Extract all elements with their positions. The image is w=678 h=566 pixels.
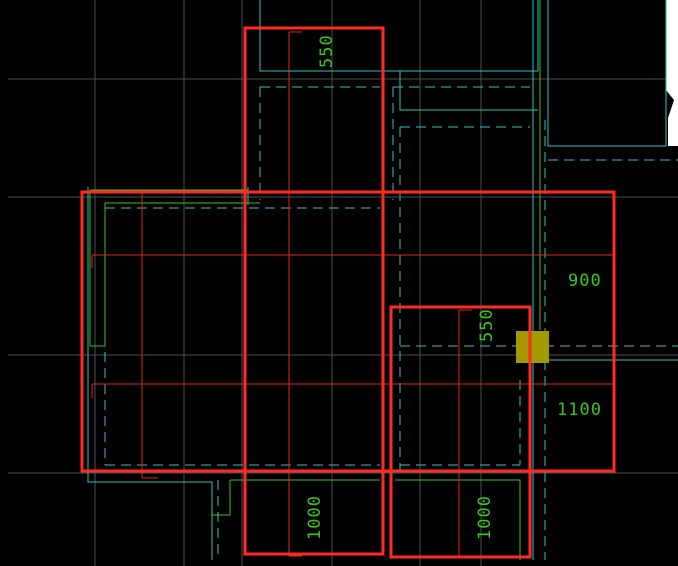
dim-label-550-top: 550 — [317, 34, 337, 68]
highlight-boxes — [80, 26, 616, 559]
red-structural-lines — [91, 31, 616, 557]
cyan-solid-outlines — [87, 0, 678, 560]
selection-marker[interactable] — [516, 331, 549, 363]
green-outlines — [89, 0, 541, 560]
highlight-box-beam-horizontal[interactable] — [80, 190, 616, 473]
highlight-box-column-left[interactable] — [243, 26, 385, 556]
dim-label-1100: 1100 — [557, 400, 602, 420]
white-panel — [666, 0, 678, 146]
dim-label-1000-left: 1000 — [305, 495, 325, 540]
dim-label-550-mid: 550 — [477, 308, 497, 342]
highlight-box-column-right[interactable] — [389, 305, 532, 559]
left-margin — [0, 0, 8, 566]
dim-label-1000-right: 1000 — [475, 495, 495, 540]
dim-label-900: 900 — [568, 271, 602, 291]
dimension-labels: 550 550 900 1100 1000 1000 — [305, 34, 602, 540]
